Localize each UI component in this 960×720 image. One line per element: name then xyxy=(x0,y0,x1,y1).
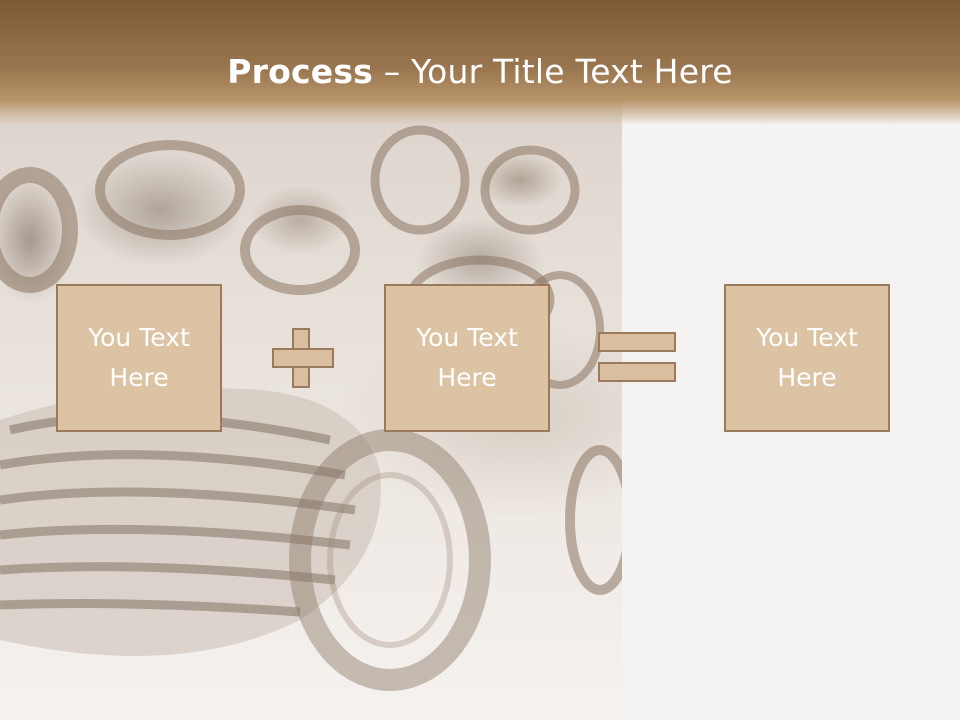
box-1-line-2: Here xyxy=(109,363,169,392)
box-1-line-1: You Text xyxy=(88,323,190,352)
box-3-line-2: Here xyxy=(777,363,837,392)
title-bar xyxy=(0,0,960,125)
equals-icon-top xyxy=(598,332,676,352)
title-bold: Process xyxy=(227,52,374,91)
plus-icon-center xyxy=(294,350,308,366)
jewelry-illustration xyxy=(0,125,622,691)
equals-icon-bottom xyxy=(598,362,676,382)
box-2-line-2: Here xyxy=(437,363,497,392)
box-2-line-1: You Text xyxy=(416,323,518,352)
slide-title: Process – Your Title Text Here xyxy=(0,52,960,91)
title-rest: – Your Title Text Here xyxy=(373,52,733,91)
box-3-line-1: You Text xyxy=(756,323,858,352)
